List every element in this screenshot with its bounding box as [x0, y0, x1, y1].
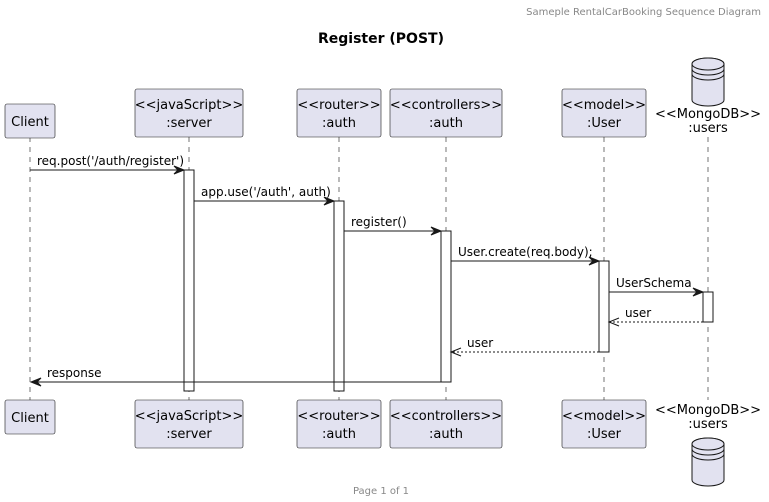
message-8: response: [29, 366, 441, 387]
participant-model-bottom: <<model>> :User: [561, 399, 647, 449]
participant-client-top: Client: [4, 103, 56, 139]
participant-label: Client: [11, 411, 49, 426]
message-label: register(): [351, 215, 407, 229]
database-icon: [691, 437, 725, 487]
participant-label: Client: [11, 115, 49, 130]
participant-label: :auth: [322, 427, 356, 442]
participant-db-bottom: <<MongoDB>>:users: [655, 403, 761, 487]
page-footer: Page 1 of 1: [353, 486, 409, 497]
participant-label: <<model>>: [562, 409, 646, 424]
activation-bar-controllers: [440, 230, 452, 383]
participant-db-top: <<MongoDB>>:users: [655, 57, 761, 136]
participant-controllers-top: <<controllers>> :auth: [389, 88, 503, 138]
message-3: register(): [344, 215, 443, 236]
participant-label: <<model>>: [562, 98, 646, 113]
participant-model-top: <<model>> :User: [561, 88, 647, 138]
participant-label: <<controllers>>: [390, 98, 502, 113]
participants-bottom: Client <<javaScript>> :server <<router>> :au…: [4, 399, 761, 487]
message-2: app.use('/auth', auth): [194, 185, 336, 206]
participant-label: <<MongoDB>>: [655, 107, 761, 122]
message-1: req.post('/auth/register'): [30, 154, 186, 175]
participant-label: :User: [587, 427, 622, 442]
participant-label: <<router>>: [297, 98, 380, 113]
arrowhead: [692, 287, 705, 297]
message-7: user: [449, 336, 599, 357]
message-6: user: [607, 306, 703, 327]
message-label: response: [47, 366, 102, 380]
activation-bars: [183, 169, 714, 392]
arrowhead: [29, 377, 42, 387]
activation-bar-model: [598, 260, 610, 353]
participant-label: :auth: [322, 116, 356, 131]
diagram-header: Sameple RentalCarBooking Sequence Diagra…: [526, 7, 761, 18]
message-label: User.create(req.body);: [458, 245, 593, 259]
participant-label: :users: [688, 417, 728, 432]
arrowhead: [323, 196, 336, 206]
participant-label: <<controllers>>: [390, 409, 502, 424]
message-label: UserSchema: [616, 276, 692, 290]
message-label: user: [467, 336, 493, 350]
participant-label: <<javaScript>>: [135, 98, 244, 113]
message-5: UserSchema: [609, 276, 705, 297]
activation-bar-server: [183, 169, 195, 392]
participant-label: <<javaScript>>: [135, 409, 244, 424]
message-label: user: [625, 306, 651, 320]
participant-label: <<MongoDB>>: [655, 403, 761, 418]
message-label: req.post('/auth/register'): [37, 154, 184, 168]
participant-client-bottom: Client: [4, 399, 56, 435]
arrowhead: [449, 347, 462, 357]
participant-router-bottom: <<router>> :auth: [296, 399, 382, 449]
participant-label: :server: [166, 427, 212, 442]
diagram-title: Register (POST): [318, 31, 444, 47]
participant-label: :User: [587, 116, 622, 131]
participant-label: :auth: [429, 116, 463, 131]
participant-label: :server: [166, 116, 212, 131]
participant-server-top: <<javaScript>> :server: [134, 88, 244, 138]
message-4: User.create(req.body);: [451, 245, 601, 266]
participants-top: Client <<javaScript>> :server <<router>> :au…: [4, 57, 761, 139]
arrowhead: [607, 317, 620, 327]
database-icon: [691, 57, 725, 107]
message-label: app.use('/auth', auth): [201, 185, 331, 199]
arrowhead: [173, 165, 186, 175]
participant-controllers-bottom: <<controllers>> :auth: [389, 399, 503, 449]
participant-label: :auth: [429, 427, 463, 442]
activation-bar-db: [702, 291, 714, 323]
participant-label: :users: [688, 121, 728, 136]
messages: req.post('/auth/register') app.use('/auth…: [29, 154, 705, 387]
participant-label: <<router>>: [297, 409, 380, 424]
participant-router-top: <<router>> :auth: [296, 88, 382, 138]
arrowhead: [430, 226, 443, 236]
participant-server-bottom: <<javaScript>> :server: [134, 399, 244, 449]
activation-bar-router: [333, 200, 345, 392]
arrowhead: [588, 256, 601, 266]
